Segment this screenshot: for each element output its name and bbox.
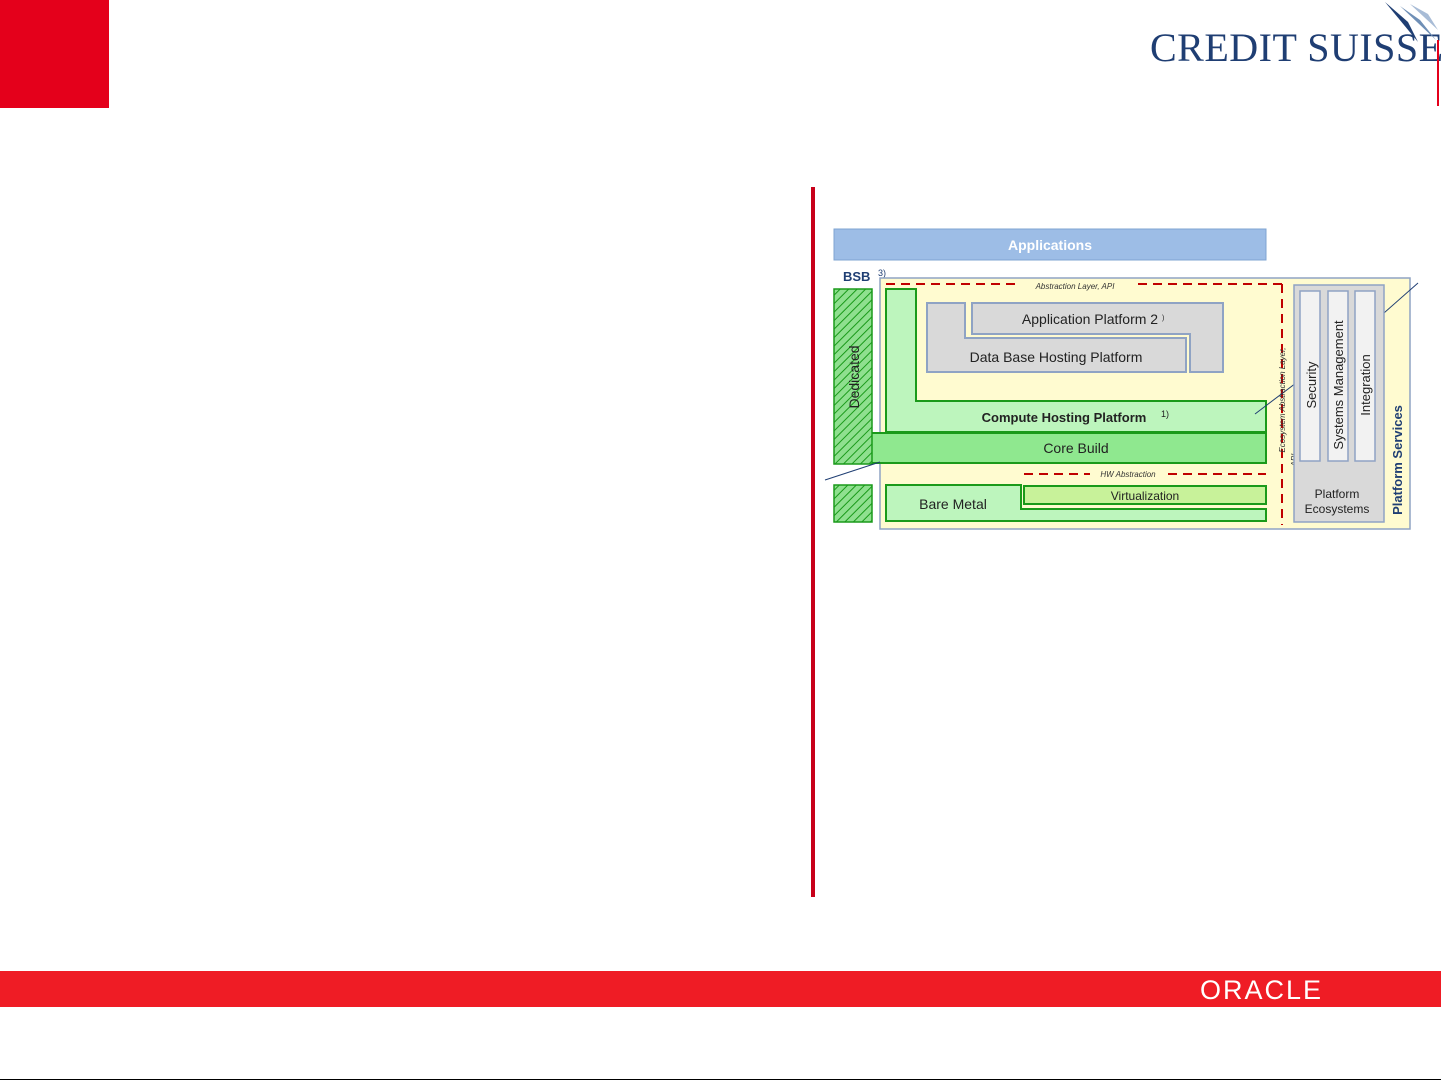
platform-ecosystems-label-2: Ecosystems <box>1305 502 1370 516</box>
bare-metal-shape <box>885 484 1267 522</box>
applications-label: Applications <box>1008 237 1092 253</box>
virtualization-label: Virtualization <box>1111 489 1179 503</box>
security-column <box>1299 290 1321 462</box>
bsb-label: BSB <box>843 269 870 284</box>
abstraction-layer-label: Abstraction Layer, API <box>1035 282 1116 291</box>
core-build-label: Core Build <box>1043 440 1108 456</box>
core-build-box <box>835 432 1267 464</box>
vertical-divider <box>811 187 815 897</box>
credit-suisse-sail-icon <box>1385 2 1438 42</box>
database-platform-label: Data Base Hosting Platform <box>970 349 1143 365</box>
hw-abstraction-label: HW Abstraction <box>1100 470 1156 479</box>
oracle-logo: ORACLE <box>1200 975 1324 1005</box>
application-platform-label: Application Platform 2 <box>1022 311 1158 327</box>
database-platform-shape <box>926 302 1187 373</box>
systems-management-column <box>1327 290 1349 462</box>
bottom-rule <box>0 1079 1441 1080</box>
integration-column <box>1354 290 1376 462</box>
platform-ecosystems-label: Platform <box>1315 487 1360 501</box>
brand-red-square <box>0 0 109 108</box>
systems-management-label: Systems Management <box>1331 320 1346 450</box>
ecosystem-layer-label: Ecosystem Abstraction Layer, <box>1278 347 1287 452</box>
compute-note: 1) <box>1161 409 1169 419</box>
virtualization-box <box>1023 485 1267 505</box>
applications-bar <box>833 228 1267 261</box>
platform-architecture-diagram: Applications BSB 3) Abstraction Layer, A… <box>824 228 1419 530</box>
integration-label: Integration <box>1358 354 1373 415</box>
dedicated-bare-metal-box <box>833 484 873 523</box>
security-label: Security <box>1304 361 1319 408</box>
edge-accent-line <box>1437 40 1439 106</box>
bsb-note: 3) <box>878 268 886 278</box>
platform-services-label: Platform Services <box>1390 405 1405 515</box>
credit-suisse-logo: CREDIT SUISSE <box>1150 25 1441 70</box>
application-platform-shape <box>971 302 1224 373</box>
bare-metal-label: Bare Metal <box>919 496 987 512</box>
footer-bar <box>0 971 1441 1007</box>
dedicated-box <box>833 288 873 465</box>
dedicated-label: Dedicated <box>846 345 862 408</box>
compute-platform-label: Compute Hosting Platform <box>982 410 1147 425</box>
application-platform-note: ) <box>1162 315 1164 322</box>
